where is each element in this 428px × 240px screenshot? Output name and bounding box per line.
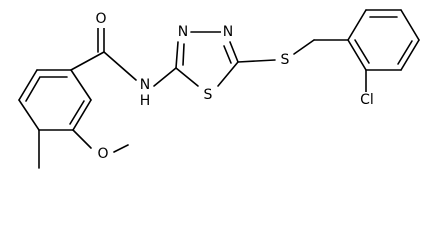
svg-text:Cl: Cl	[360, 92, 374, 108]
svg-text:N: N	[140, 77, 150, 93]
bond-ring1-f	[18, 69, 38, 101]
atom-n1-thiadiazole: N	[176, 24, 190, 40]
bond-ring1-e	[18, 99, 40, 131]
bond-ring1-o	[72, 129, 92, 149]
bond-ring1-c	[72, 99, 92, 131]
bond-ring2-s	[237, 59, 276, 63]
bond-ring2-d	[217, 61, 239, 87]
atom-nh: N H	[138, 77, 152, 110]
bond-o-methyl	[113, 144, 129, 153]
bond-ring-carbonyl	[70, 51, 105, 71]
bond-ring3-d	[400, 39, 420, 71]
atom-n2-thiadiazole: N	[221, 24, 235, 40]
bond-ring3-inner-2	[397, 40, 413, 65]
structure-diagram: O N H N N S S Cl O	[18, 9, 420, 169]
bond-ring2-a2	[182, 43, 185, 66]
bond-ring1-inner-3	[25, 76, 41, 102]
bond-c-nh	[103, 51, 137, 81]
atom-s-thioether: S	[278, 52, 292, 68]
bond-ring2-c	[229, 41, 239, 63]
svg-text:O: O	[95, 11, 106, 27]
bond-nh-ring2	[153, 67, 177, 87]
bond-ring1-inner-2	[69, 100, 85, 125]
svg-text:N: N	[178, 24, 188, 40]
bond-ring2-a	[175, 41, 179, 69]
bond-ring1-b	[70, 69, 92, 101]
molecule-svg: O N H N N S S Cl O	[18, 9, 420, 169]
atom-o-methoxy: O	[96, 146, 110, 162]
svg-text:O: O	[97, 146, 108, 162]
bond-ring3-a	[347, 9, 367, 41]
svg-text:H: H	[140, 93, 151, 109]
bond-ring2-e	[175, 67, 199, 87]
svg-text:S: S	[281, 52, 290, 68]
bond-s-ch2	[293, 39, 315, 55]
bond-ring2-c2	[223, 45, 232, 64]
atom-cl: Cl	[356, 92, 378, 108]
atom-o-carbonyl: O	[94, 11, 108, 28]
atom-s-ring: S	[201, 87, 215, 103]
bond-ring3-inner-3	[354, 39, 370, 64]
bond-ring3-c	[400, 9, 420, 41]
svg-text:N: N	[223, 24, 233, 40]
bond-ring3-f	[347, 39, 367, 71]
svg-text:S: S	[204, 87, 213, 103]
